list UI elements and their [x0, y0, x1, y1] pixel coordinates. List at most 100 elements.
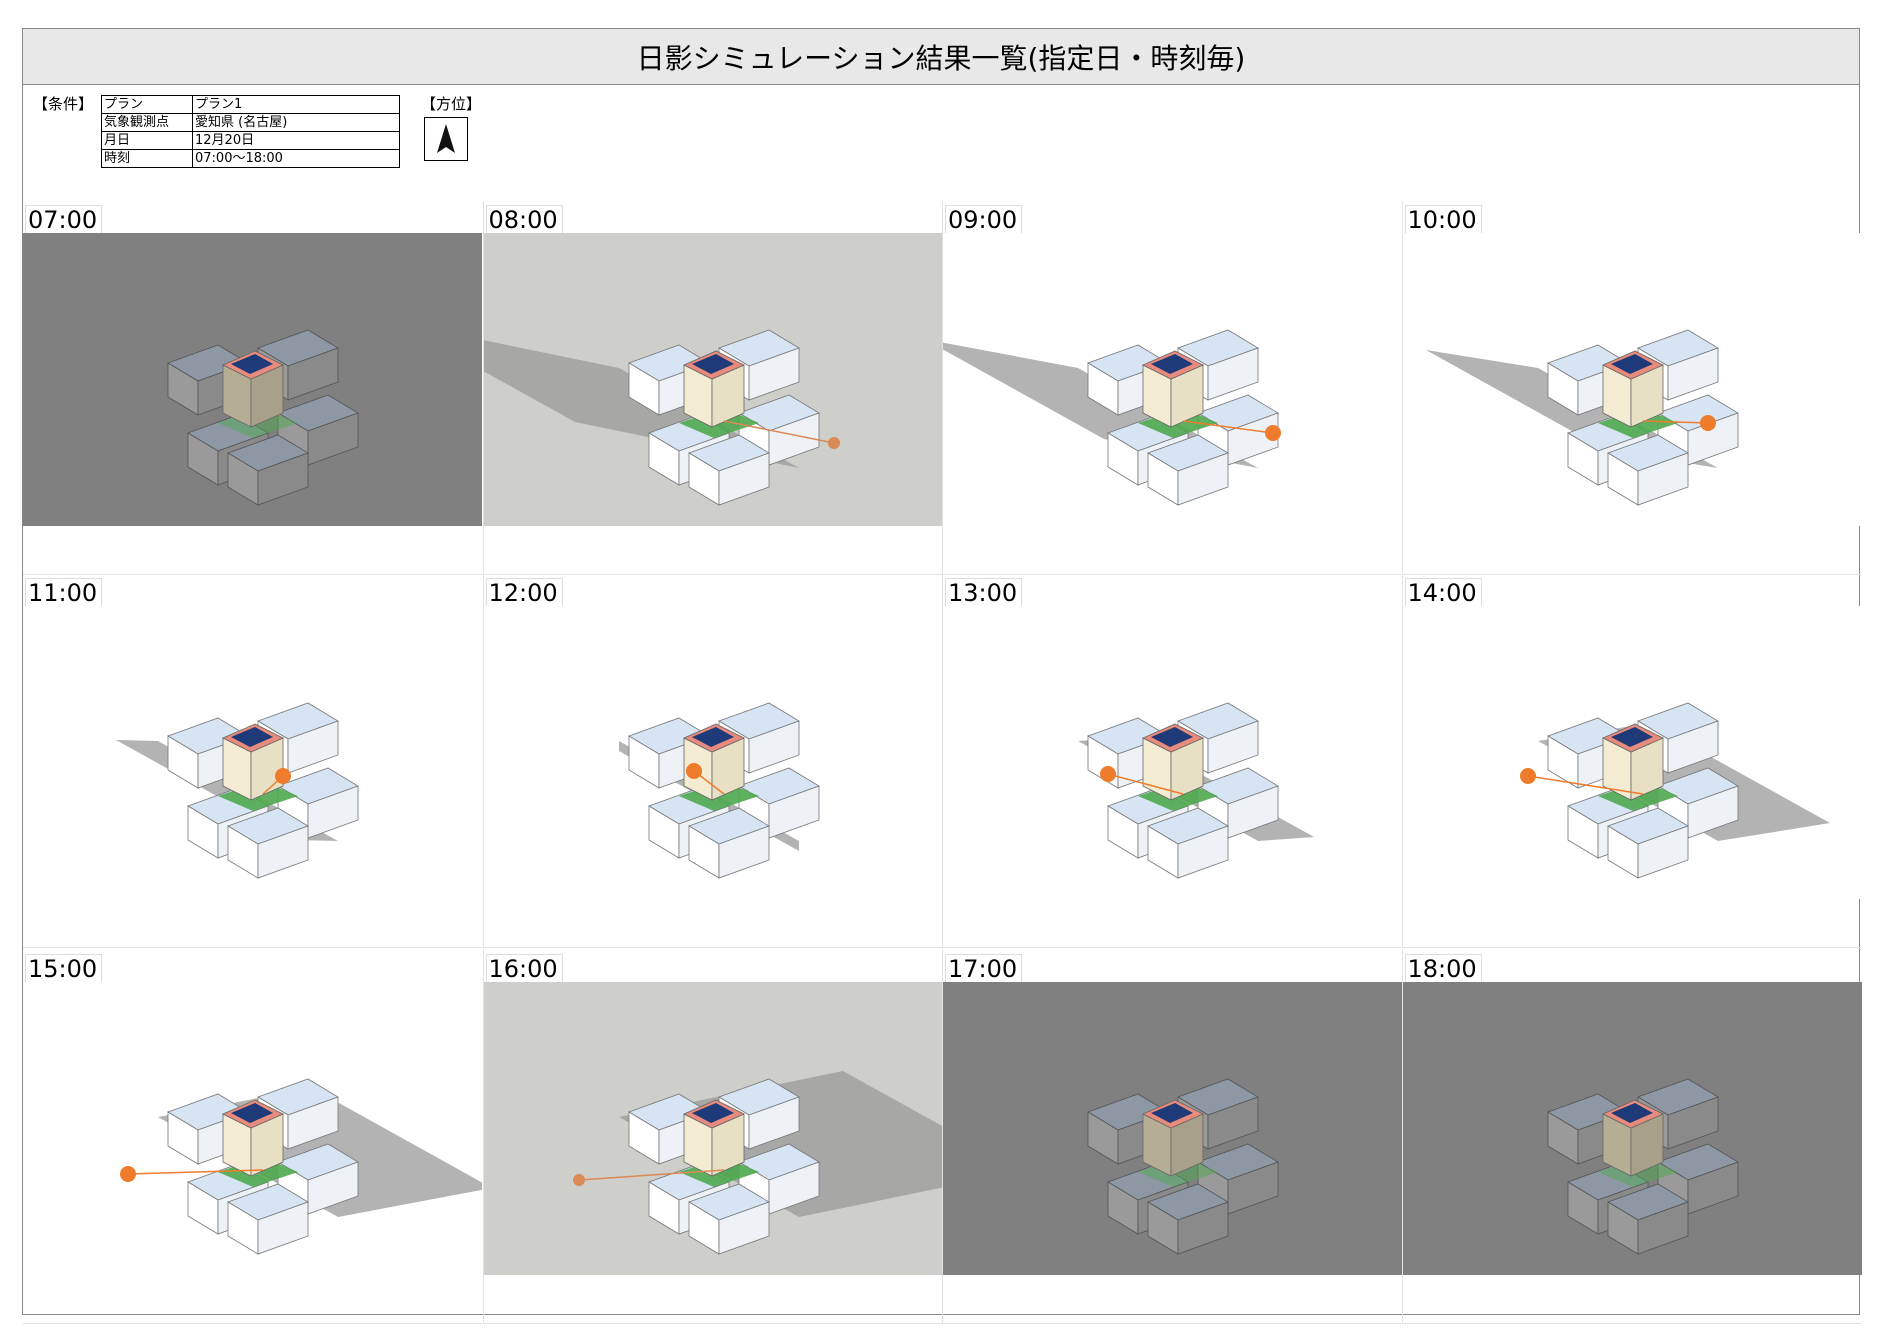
- neighbor-wall: [1637, 452, 1688, 506]
- shadow-scene: [483, 606, 943, 899]
- time-panel: 11:00: [23, 574, 482, 948]
- solar-panel: [1610, 354, 1653, 374]
- condition-key: 時刻: [101, 149, 193, 168]
- time-label: 12:00: [485, 578, 563, 609]
- time-label: 16:00: [485, 954, 563, 985]
- shadow-scene: [23, 982, 482, 1275]
- neighbor-wall: [1177, 452, 1229, 506]
- sun-marker: [1699, 415, 1716, 431]
- time-label: 15:00: [25, 954, 103, 985]
- solar-panel: [691, 1103, 734, 1123]
- shadow-scene: [483, 233, 943, 526]
- table-row: 時刻 07:00〜18:00: [101, 149, 400, 168]
- neighbor-wall: [718, 1201, 769, 1255]
- neighbor-wall: [287, 1096, 339, 1150]
- neighbor-wall: [1177, 1201, 1229, 1255]
- sun-marker: [1519, 768, 1536, 784]
- neighbor-wall: [1667, 1096, 1718, 1150]
- time-label: 18:00: [1404, 954, 1482, 985]
- time-panel: 10:00: [1401, 201, 1862, 575]
- condition-value: 07:00〜18:00: [192, 149, 400, 168]
- sun-marker: [827, 437, 840, 449]
- condition-key: プラン: [101, 95, 193, 114]
- sun-direction-line: [1107, 773, 1184, 795]
- neighbor-wall: [1207, 720, 1259, 774]
- condition-key: 月日: [101, 131, 193, 150]
- sun-marker: [572, 1174, 585, 1186]
- sun-marker: [275, 768, 291, 784]
- solar-panel: [231, 727, 273, 747]
- time-label: 11:00: [25, 578, 103, 609]
- solar-panel: [1151, 1103, 1193, 1123]
- solar-panel: [1151, 727, 1193, 747]
- neighbor-wall: [257, 1201, 309, 1255]
- solar-panel: [1610, 727, 1653, 747]
- neighbor-wall: [1207, 347, 1259, 401]
- neighbor-wall: [287, 347, 339, 401]
- table-row: 月日 12月20日: [101, 131, 400, 150]
- sun-marker: [1100, 766, 1116, 782]
- sun-direction-line: [127, 1169, 264, 1175]
- time-label: 08:00: [485, 205, 563, 236]
- time-panel: 16:00: [482, 950, 943, 1324]
- page-title: 日影シミュレーション結果一覧(指定日・時刻毎): [23, 29, 1859, 85]
- condition-value: 愛知県 (名古屋): [192, 113, 400, 132]
- solar-panel: [231, 354, 273, 374]
- sun-direction-line: [723, 420, 834, 444]
- time-label: 10:00: [1404, 205, 1482, 236]
- sun-marker: [120, 1166, 136, 1182]
- shadow-scene: [943, 233, 1402, 526]
- shadow-scene: [23, 233, 482, 526]
- neighbor-wall: [1637, 1201, 1688, 1255]
- shadow-scene: [1402, 233, 1862, 526]
- table-row: 気象観測点 愛知県 (名古屋): [101, 113, 400, 132]
- solar-panel: [691, 727, 734, 747]
- neighbor-wall: [287, 720, 339, 774]
- time-panel: 15:00: [23, 950, 482, 1324]
- shadow-scene: [943, 606, 1402, 899]
- solar-panel: [1151, 354, 1193, 374]
- condition-value: 12月20日: [192, 131, 400, 150]
- time-panel: 18:00: [1401, 950, 1862, 1324]
- neighbor-wall: [1667, 347, 1718, 401]
- neighbor-wall: [748, 720, 799, 774]
- time-panel: 14:00: [1401, 574, 1862, 948]
- orientation-label: 【方位】: [421, 95, 482, 113]
- neighbor-wall: [748, 347, 799, 401]
- shadow-scene: [1402, 982, 1862, 1275]
- neighbor-wall: [1177, 825, 1229, 879]
- time-panel: 07:00: [23, 201, 482, 575]
- neighbor-wall: [1637, 825, 1688, 879]
- neighbor-wall: [257, 452, 309, 506]
- shadow-scene: [483, 982, 943, 1275]
- shadow-scene: [23, 606, 482, 899]
- neighbor-wall: [718, 452, 769, 506]
- time-panel: 08:00: [482, 201, 943, 575]
- north-arrow-icon: [424, 117, 468, 161]
- time-label: 07:00: [25, 205, 103, 236]
- sun-direction-line: [1527, 775, 1643, 795]
- time-label: 17:00: [945, 954, 1023, 985]
- solar-panel: [1610, 1103, 1653, 1123]
- condition-value: プラン1: [192, 95, 400, 114]
- table-row: プラン プラン1: [101, 95, 400, 114]
- neighbor-wall: [1207, 1096, 1259, 1150]
- conditions-table: プラン プラン1 気象観測点 愛知県 (名古屋) 月日 12月20日 時刻 07…: [101, 95, 400, 168]
- shadow-scene: [943, 982, 1402, 1275]
- time-panel: 13:00: [942, 574, 1402, 948]
- neighbor-wall: [748, 1096, 799, 1150]
- neighbor-wall: [1667, 720, 1718, 774]
- neighbor-wall: [257, 825, 309, 879]
- sun-marker: [1265, 425, 1281, 441]
- neighbor-wall: [718, 825, 769, 879]
- solar-panel: [231, 1103, 273, 1123]
- sun-marker: [685, 763, 702, 779]
- shadow-scene: [1402, 606, 1862, 899]
- time-panel: 12:00: [482, 574, 943, 948]
- time-panel: 09:00: [942, 201, 1402, 575]
- time-panel: 17:00: [942, 950, 1402, 1324]
- condition-key: 気象観測点: [101, 113, 193, 132]
- solar-panel: [691, 354, 734, 374]
- time-label: 09:00: [945, 205, 1023, 236]
- sun-direction-line: [1642, 420, 1708, 424]
